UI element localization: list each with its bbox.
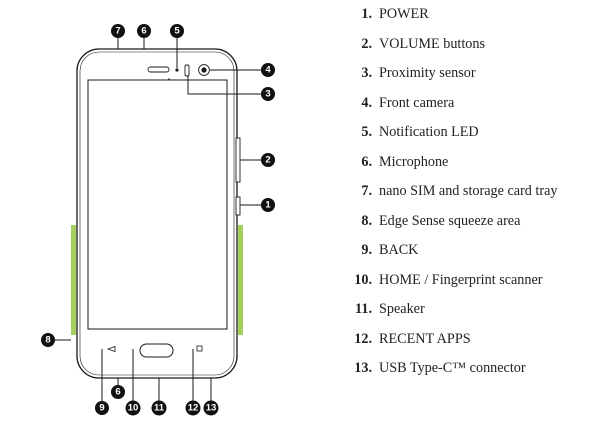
- callout-12: 12: [185, 400, 201, 416]
- legend-item-13: 13. USB Type-C™ connector: [336, 360, 606, 390]
- front-camera-lens: [201, 67, 207, 73]
- legend-number: 8.: [361, 212, 372, 229]
- callout-11: 11: [151, 400, 167, 416]
- callout-5-label: 5: [174, 26, 180, 37]
- callout-1: 1: [261, 198, 275, 212]
- callout-6-bottom-label: 6: [115, 387, 120, 398]
- legend-label: BACK: [379, 242, 419, 258]
- callout-8-label: 8: [45, 335, 50, 346]
- legend-number: 1.: [361, 6, 372, 22]
- callout-3-label: 3: [265, 89, 270, 100]
- legend-number: 3.: [361, 65, 372, 81]
- edge-sense-left-bar: [71, 225, 76, 335]
- legend-item-4: 4. Front camera: [336, 95, 606, 125]
- callout-13-label: 13: [206, 403, 217, 414]
- legend-number: 12.: [354, 330, 372, 347]
- legend-item-3: 3. Proximity sensor: [336, 65, 606, 95]
- callout-7-label: 7: [115, 26, 120, 37]
- callout-9-label: 9: [99, 403, 104, 414]
- legend-label: HOME / Fingerprint scanner: [379, 271, 543, 288]
- legend-number: 4.: [361, 94, 372, 111]
- callout-7: 7: [111, 24, 125, 38]
- legend-item-12: 12. RECENT APPS: [336, 331, 606, 361]
- callout-12-label: 12: [188, 403, 199, 414]
- callout-4: 4: [261, 63, 275, 77]
- callout-6-bottom: 6: [111, 385, 125, 399]
- legend-number: 11.: [355, 301, 372, 317]
- callout-2: 2: [261, 153, 275, 167]
- legend-item-6: 6. Microphone: [336, 154, 606, 184]
- callout-2-label: 2: [265, 155, 270, 166]
- legend-item-2: 2. VOLUME buttons: [336, 36, 606, 66]
- callout-11-label: 11: [154, 403, 165, 414]
- back-button-icon: [106, 345, 116, 353]
- notification-led: [175, 68, 179, 72]
- legend-label: POWER: [379, 6, 429, 22]
- callout-8: 8: [41, 333, 55, 347]
- recent-apps-icon: [196, 345, 203, 352]
- legend-number: 2.: [361, 35, 372, 52]
- home-button: [139, 343, 174, 358]
- legend-label: nano SIM and storage card tray: [379, 183, 558, 199]
- legend-label: RECENT APPS: [379, 330, 471, 347]
- legend-number: 13.: [354, 360, 372, 376]
- callout-10-label: 10: [128, 403, 139, 414]
- callout-1-label: 1: [265, 200, 271, 211]
- legend-item-8: 8. Edge Sense squeeze area: [336, 213, 606, 243]
- legend-label: Speaker: [379, 301, 425, 317]
- parts-legend: 1. POWER 2. VOLUME buttons 3. Proximity …: [336, 6, 606, 390]
- legend-item-7: 7. nano SIM and storage card tray: [336, 183, 606, 213]
- callout-3: 3: [261, 87, 275, 101]
- callout-13: 13: [203, 400, 219, 416]
- earpiece-speaker: [147, 66, 170, 73]
- phone-screen: [87, 79, 228, 330]
- callout-9: 9: [95, 401, 109, 415]
- proximity-sensor: [184, 64, 190, 77]
- callout-10: 10: [125, 400, 141, 416]
- legend-item-1: 1. POWER: [336, 6, 606, 36]
- legend-item-5: 5. Notification LED: [336, 124, 606, 154]
- legend-number: 7.: [361, 183, 372, 199]
- legend-label: Edge Sense squeeze area: [379, 212, 521, 229]
- legend-label: Notification LED: [379, 124, 479, 140]
- edge-sense-right-bar: [238, 225, 243, 335]
- legend-item-9: 9. BACK: [336, 242, 606, 272]
- power-button: [235, 196, 241, 216]
- legend-number: 9.: [361, 242, 372, 258]
- legend-label: Proximity sensor: [379, 65, 476, 81]
- legend-label: Front camera: [379, 94, 455, 111]
- legend-item-11: 11. Speaker: [336, 301, 606, 331]
- legend-number: 10.: [354, 271, 372, 288]
- phone-body-inner-edge: [79, 51, 235, 376]
- callout-4-label: 4: [265, 65, 271, 76]
- legend-label: Microphone: [379, 153, 449, 170]
- legend-number: 5.: [361, 124, 372, 140]
- legend-item-10: 10. HOME / Fingerprint scanner: [336, 272, 606, 302]
- legend-label: VOLUME buttons: [379, 35, 486, 52]
- callout-6-top-label: 6: [141, 26, 146, 37]
- callout-5: 5: [170, 24, 184, 38]
- callout-6-top: 6: [137, 24, 151, 38]
- leader-line-3: [187, 76, 262, 95]
- legend-label: USB Type-C™ connector: [379, 360, 526, 376]
- legend-number: 6.: [361, 153, 372, 170]
- volume-buttons: [235, 137, 241, 183]
- top-microphone-hole: [168, 78, 170, 80]
